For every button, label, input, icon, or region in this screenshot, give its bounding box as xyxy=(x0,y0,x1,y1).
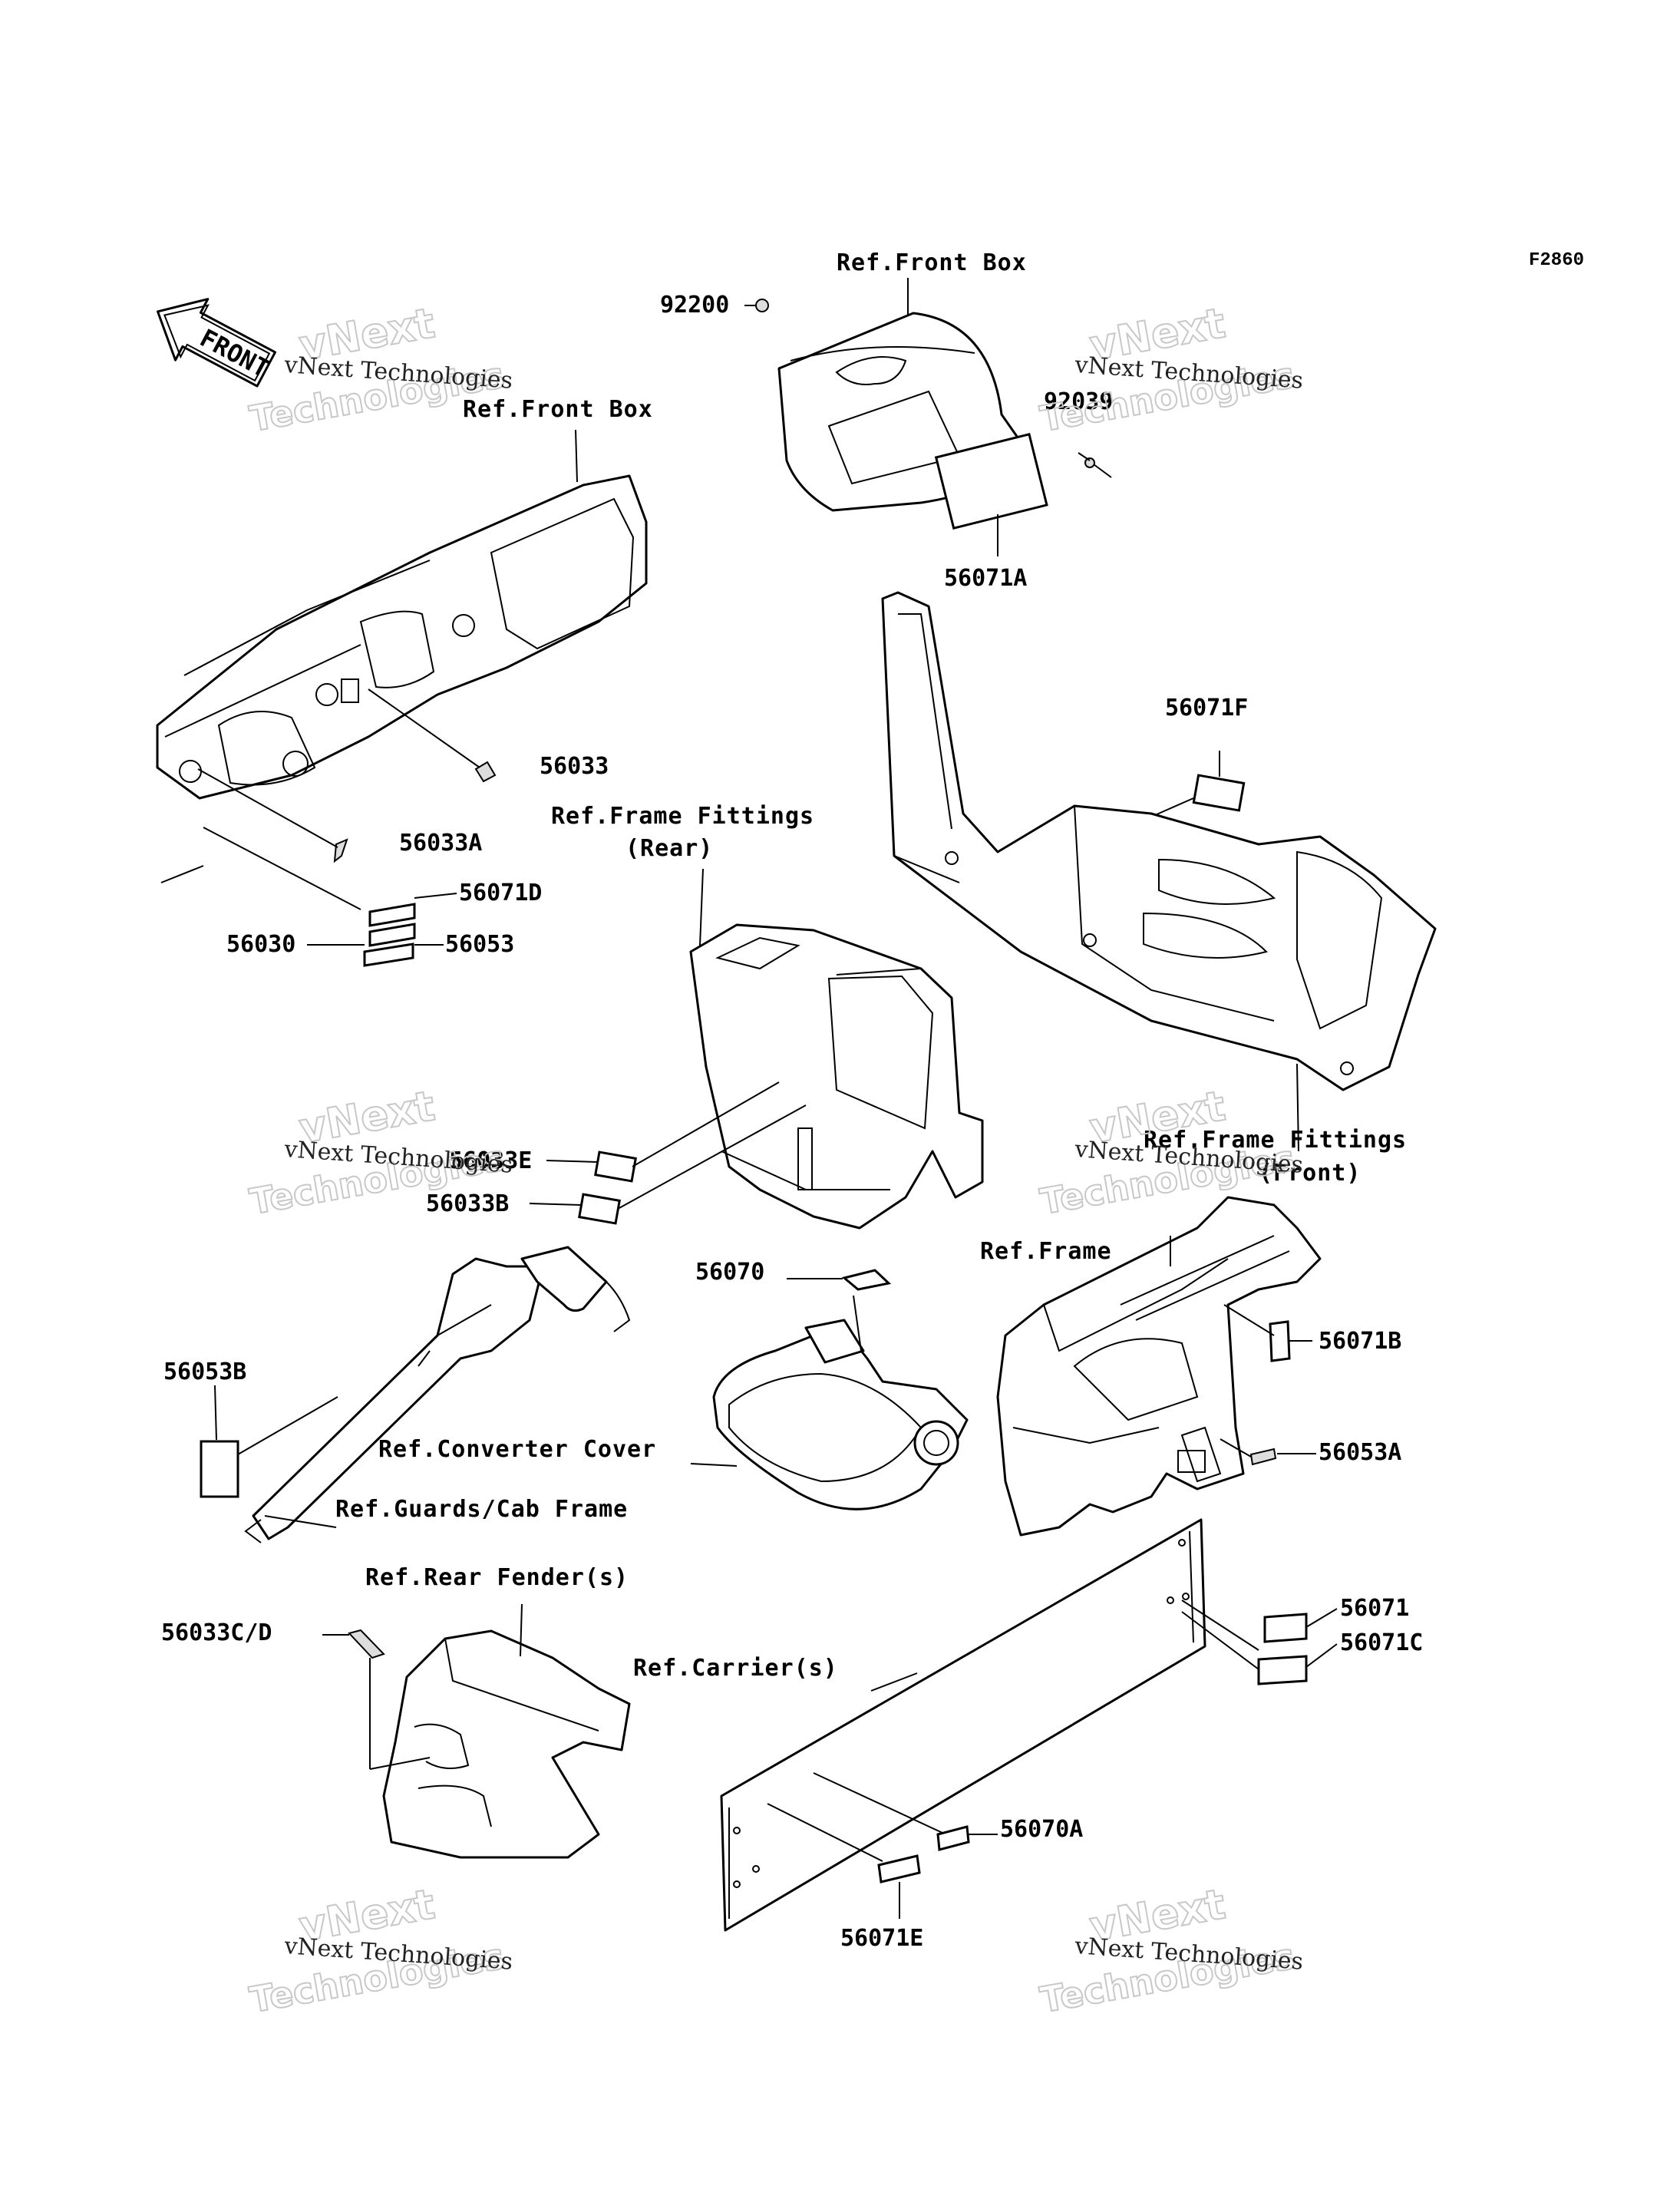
ref-front-box-top: Ref.Front Box xyxy=(837,249,1027,276)
label-56071A-shape xyxy=(934,432,1048,530)
label-56030-shape xyxy=(368,923,416,947)
clip-56033-icon xyxy=(474,761,497,783)
part-56033E: 56033E xyxy=(449,1147,532,1174)
carrier-panel xyxy=(720,1518,1206,1932)
part-56071B: 56071B xyxy=(1319,1328,1401,1355)
part-56071F: 56071F xyxy=(1165,695,1248,721)
ref-carriers: Ref.Carrier(s) xyxy=(633,1655,838,1682)
label-56071C-shape xyxy=(1257,1655,1308,1685)
part-56071C: 56071C xyxy=(1340,1629,1423,1656)
clip-56033A-icon xyxy=(333,838,348,863)
part-56033CD: 56033C/D xyxy=(161,1619,272,1646)
part-56071D: 56071D xyxy=(459,880,542,906)
ref-frame-fittings-front-1: Ref.Frame Fittings xyxy=(1144,1127,1407,1154)
label-56053A-shape xyxy=(1249,1448,1277,1466)
ref-frame-fittings-rear-2: (Rear) xyxy=(625,835,713,862)
label-56071E-shape xyxy=(877,1854,921,1883)
guards-cab-frame xyxy=(244,1246,631,1543)
part-56033A: 56033A xyxy=(399,830,482,857)
part-56071E: 56071E xyxy=(840,1925,923,1952)
converter-cover xyxy=(712,1319,969,1510)
part-56033: 56033 xyxy=(540,753,609,780)
label-56071D-shape xyxy=(368,903,416,927)
frame-fittings-rear xyxy=(689,923,984,1230)
label-56071B-shape xyxy=(1269,1320,1291,1362)
part-56033B: 56033B xyxy=(426,1190,509,1217)
label-56033E-shape xyxy=(594,1151,637,1183)
label-56071F-shape xyxy=(1192,774,1246,812)
part-56030: 56030 xyxy=(226,931,295,958)
part-92039: 92039 xyxy=(1044,388,1113,415)
part-56071A: 56071A xyxy=(944,565,1027,592)
figure-id: F2860 xyxy=(1529,250,1584,271)
label-56053-shape xyxy=(363,943,414,967)
ref-front-box-left: Ref.Front Box xyxy=(463,396,653,423)
clip-56033CD-icon xyxy=(348,1629,385,1659)
ref-frame-fittings-front-2: (Front) xyxy=(1259,1160,1361,1187)
rear-fender xyxy=(382,1629,631,1859)
label-56070-shape xyxy=(841,1269,892,1291)
label-56053B-shape xyxy=(200,1440,239,1498)
ref-frame-fittings-rear-1: Ref.Frame Fittings xyxy=(551,803,814,830)
front-arrow-icon: FRONT xyxy=(157,298,277,388)
dashboard-panel xyxy=(156,474,648,800)
ref-rear-fenders: Ref.Rear Fender(s) xyxy=(365,1564,629,1591)
part-56053A: 56053A xyxy=(1319,1439,1401,1466)
clip-92039-icon xyxy=(1093,464,1112,478)
frame-fittings-front xyxy=(881,591,1437,1091)
label-56033B-shape xyxy=(578,1193,621,1225)
part-56053B: 56053B xyxy=(163,1359,246,1385)
part-56071: 56071 xyxy=(1340,1595,1409,1622)
part-92200: 92200 xyxy=(660,292,729,319)
nut-92200-icon xyxy=(755,299,769,312)
part-56070A: 56070A xyxy=(1000,1816,1083,1843)
label-56070A-shape xyxy=(936,1825,970,1851)
ref-converter-cover: Ref.Converter Cover xyxy=(378,1436,656,1463)
part-56053: 56053 xyxy=(445,931,514,958)
ref-frame: Ref.Frame xyxy=(980,1238,1112,1265)
ref-guards-cab-frame: Ref.Guards/Cab Frame xyxy=(335,1496,628,1523)
label-56071-shape xyxy=(1263,1613,1308,1643)
part-56070: 56070 xyxy=(695,1259,764,1286)
